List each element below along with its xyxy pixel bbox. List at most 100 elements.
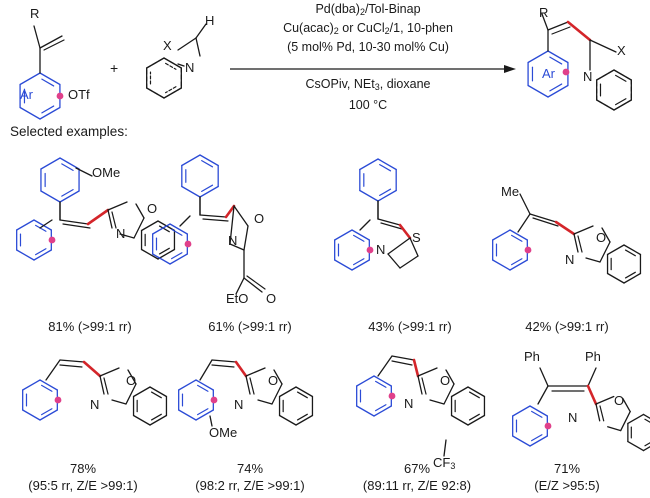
ring-bond	[19, 72, 41, 86]
bond-line	[245, 375, 251, 395]
azole-n-label: N	[185, 60, 195, 75]
ring-bond	[181, 154, 201, 167]
bond-line	[107, 209, 113, 229]
ring-bond	[450, 386, 469, 398]
oxygen-label: O	[126, 373, 137, 388]
ring-bond	[373, 375, 392, 387]
bond-line	[59, 359, 85, 363]
bond-line	[398, 223, 412, 240]
ester-o-label: O	[266, 291, 277, 306]
bond-line	[233, 205, 249, 227]
example-yield: 71%(E/Z >95:5)	[534, 461, 600, 493]
bond-line	[541, 13, 549, 31]
double-bond	[421, 377, 427, 395]
ring-bond	[149, 386, 168, 398]
ring-bond	[373, 405, 392, 417]
ring-bond	[450, 414, 469, 426]
bond-line	[39, 219, 53, 229]
ring-double-bond	[644, 418, 650, 423]
ring-bond	[22, 379, 41, 391]
ring-bond	[59, 190, 80, 203]
ring-bond	[195, 379, 214, 391]
bond-line	[177, 63, 185, 67]
ring-double-bond	[41, 408, 53, 416]
optional-ring-bond	[596, 69, 615, 81]
ring-bond	[527, 84, 549, 98]
double-bond	[577, 235, 583, 253]
optional-ring-bond	[146, 57, 165, 69]
ring-bond	[334, 259, 353, 271]
nitrogen-label: N	[565, 252, 575, 267]
reactive-site-dot	[48, 236, 56, 244]
cf3-label: CF3	[433, 455, 456, 471]
double-bond	[59, 364, 83, 368]
ring-bond	[278, 414, 297, 426]
ring-bond	[509, 229, 528, 241]
nitrogen-label: N	[234, 397, 244, 412]
ring-double-bond	[549, 83, 563, 92]
ring-bond	[40, 190, 61, 203]
product-r-label: R	[539, 5, 549, 20]
ring-double-bond	[549, 56, 563, 65]
ring-bond	[627, 413, 645, 425]
double-bond	[551, 26, 571, 35]
ring-bond	[547, 84, 569, 98]
catalyst-line: Pd(dba)2/Tol-Binap	[315, 2, 421, 17]
bond-line	[107, 201, 128, 211]
ring-bond	[199, 185, 219, 198]
bond-line	[33, 25, 41, 49]
bond-line	[133, 217, 145, 239]
nitrogen-label: N	[568, 410, 578, 425]
bond-line	[417, 367, 438, 377]
ring-bond	[140, 248, 159, 260]
bond-line	[245, 367, 266, 377]
ring-bond	[529, 435, 548, 447]
ring-bond	[19, 106, 41, 120]
ring-double-bond	[624, 271, 636, 279]
bond-line	[99, 367, 120, 377]
bond-line	[585, 257, 601, 263]
example-yield: 78%(95:5 rr, Z/E >99:1)	[28, 461, 138, 493]
double-bond	[246, 275, 266, 290]
ring-bond	[59, 157, 80, 170]
ring-bond	[132, 414, 151, 426]
example-yield: 61% (>99:1 rr)	[208, 319, 292, 334]
bond-line	[59, 219, 89, 225]
bond-line	[599, 241, 611, 263]
bond-line	[589, 39, 617, 53]
bond-line	[359, 219, 371, 231]
double-bond	[43, 39, 65, 51]
nitrogen-label: N	[376, 242, 386, 257]
ring-double-bond	[201, 160, 214, 168]
reactive-site-dot	[56, 92, 64, 100]
bond-line	[620, 410, 631, 432]
bond-line	[243, 225, 249, 251]
bond-line	[517, 213, 531, 233]
ring-bond	[351, 229, 370, 241]
ring-bond	[39, 106, 61, 120]
ring-bond	[547, 50, 569, 64]
optional-ring-bond	[146, 87, 165, 99]
temperature-line: 100 °C	[348, 98, 388, 112]
bond-line	[99, 375, 105, 395]
ring-bond	[140, 220, 159, 232]
ring-bond	[606, 244, 625, 256]
ring-double-bond	[61, 189, 74, 197]
oxygen-label: O	[268, 373, 279, 388]
ring-bond	[356, 375, 375, 387]
bond-line	[39, 35, 63, 49]
ring-double-bond	[353, 234, 365, 242]
base-solvent-line: CsOPiv, NEt3, dioxane	[305, 77, 431, 92]
ring-double-bond	[468, 413, 480, 421]
azole-h-label: H	[205, 13, 215, 28]
bond-line	[377, 355, 393, 377]
loading-line: (5 mol% Pd, 10-30 mol% Cu)	[287, 40, 449, 54]
ring-bond	[178, 409, 197, 421]
double-bond	[532, 217, 559, 227]
bond-line	[377, 218, 401, 226]
bond-line	[595, 395, 615, 405]
ring-double-bond	[41, 384, 53, 392]
bond-line	[229, 243, 245, 251]
ring-bond	[295, 386, 314, 398]
ring-bond	[377, 158, 397, 171]
